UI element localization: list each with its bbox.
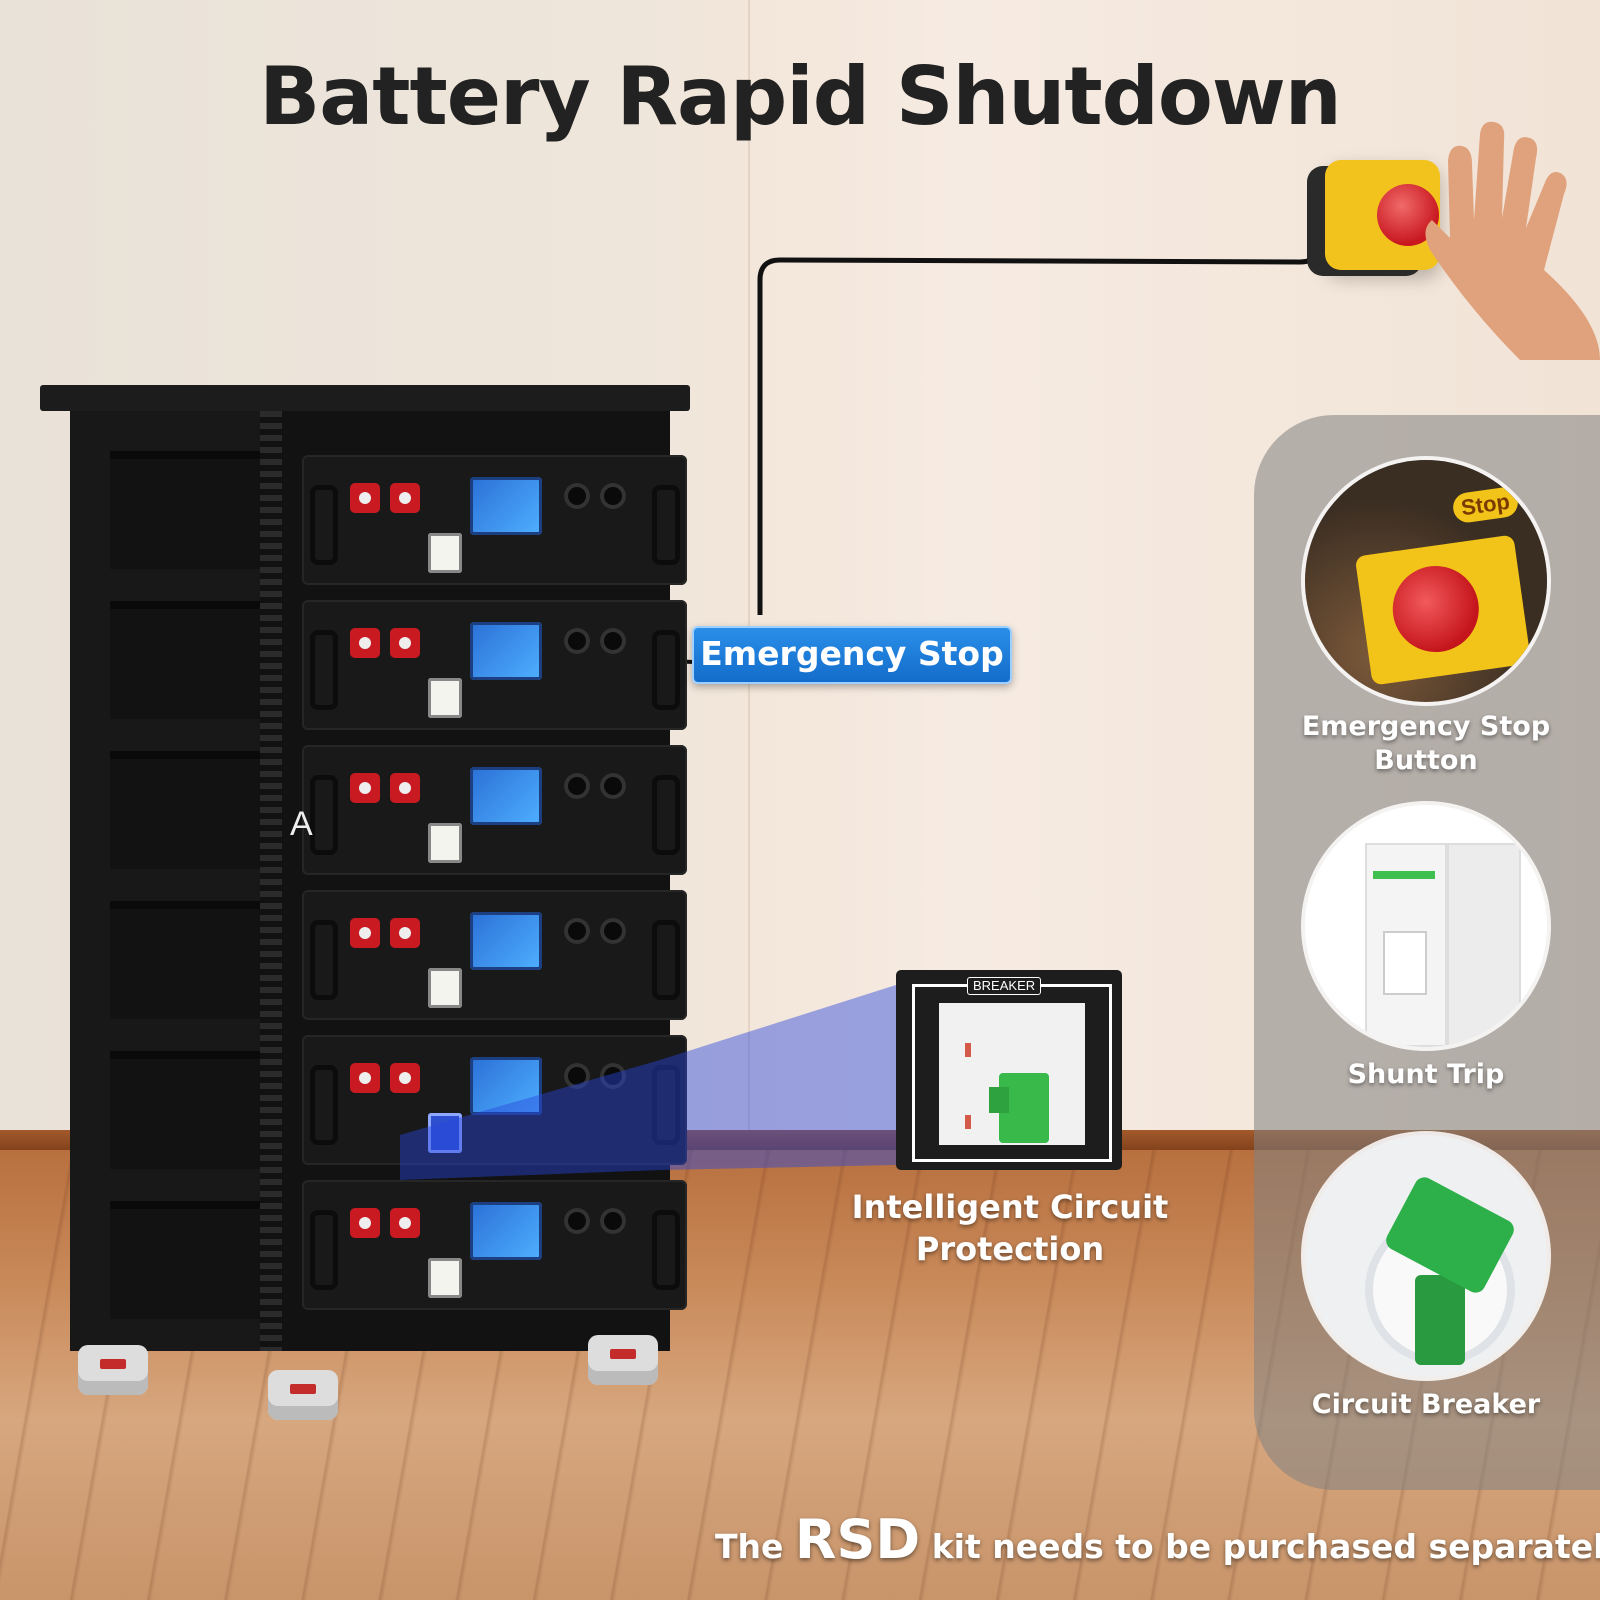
terminal-icon — [390, 773, 420, 803]
lcd-screen — [470, 1057, 542, 1115]
terminal-icon — [390, 628, 420, 658]
terminal-icon — [350, 918, 380, 948]
breaker-lever-icon — [989, 1073, 1049, 1143]
indicator-mark — [965, 1043, 971, 1057]
hand-icon — [1425, 121, 1600, 360]
caster-wheel — [268, 1370, 338, 1420]
caster-wheel — [588, 1335, 658, 1385]
knob-icon — [600, 628, 626, 654]
footer-suffix: kit needs to be purchased separately. — [931, 1527, 1600, 1566]
soc-indicator — [428, 533, 462, 573]
battery-rack — [40, 385, 690, 1420]
lcd-screen — [470, 477, 542, 535]
lcd-screen — [470, 1202, 542, 1260]
knob-icon — [564, 773, 590, 799]
battery-module — [302, 600, 687, 730]
breaker-callout-image: BREAKER — [896, 970, 1122, 1170]
feature-label-circuit-breaker: Circuit Breaker — [1311, 1389, 1541, 1420]
shunt-lever-icon — [1385, 933, 1425, 993]
module-handle — [310, 1210, 338, 1290]
knob-icon — [600, 773, 626, 799]
soc-indicator — [428, 1258, 462, 1298]
knob-icon — [600, 918, 626, 944]
footer-prefix: The — [715, 1527, 784, 1566]
soc-indicator — [428, 678, 462, 718]
breaker-tag: BREAKER — [967, 977, 1042, 995]
breaker-frame: BREAKER — [912, 977, 1112, 1162]
module-handle — [310, 1065, 338, 1145]
soc-indicator — [428, 823, 462, 863]
soc-indicator — [428, 968, 462, 1008]
soc-indicator — [428, 1113, 462, 1153]
terminal-icon — [350, 628, 380, 658]
module-handle — [652, 1210, 680, 1290]
caster-wheel — [78, 1345, 148, 1395]
module-handle — [652, 485, 680, 565]
lcd-screen — [470, 767, 542, 825]
knob-icon — [564, 628, 590, 654]
battery-module — [302, 890, 687, 1020]
terminal-icon — [390, 918, 420, 948]
footer-highlight: RSD — [794, 1508, 921, 1571]
green-stripe — [1373, 871, 1435, 879]
emergency-stop-callout: Emergency Stop — [692, 626, 1012, 684]
lcd-screen — [470, 912, 542, 970]
knob-icon — [600, 483, 626, 509]
terminal-icon — [350, 1063, 380, 1093]
knob-icon — [600, 1208, 626, 1234]
knob-icon — [564, 918, 590, 944]
breaker-callout-label: Intelligent Circuit Protection — [851, 1188, 1169, 1268]
rack-letter: A — [290, 805, 313, 843]
terminal-icon — [390, 483, 420, 513]
emergency-stop-button-photo: Stop — [1305, 460, 1547, 702]
battery-module — [302, 1035, 687, 1165]
breaker-lever-base — [1415, 1275, 1465, 1365]
knob-icon — [564, 1063, 590, 1089]
module-handle — [310, 485, 338, 565]
wall-emergency-stop-button — [1325, 160, 1440, 270]
indicator-mark — [965, 1115, 971, 1129]
module-handle — [310, 775, 338, 855]
knob-icon — [564, 1208, 590, 1234]
module-handle — [652, 630, 680, 710]
module-handle — [652, 920, 680, 1000]
page-title: Battery Rapid Shutdown — [259, 50, 1341, 143]
module-handle — [310, 630, 338, 710]
footer-note: The RSD kit needs to be purchased separa… — [715, 1508, 1600, 1571]
shunt-trip-photo — [1305, 805, 1547, 1047]
knob-icon — [600, 1063, 626, 1089]
lcd-screen — [470, 622, 542, 680]
shunt-module — [1449, 845, 1519, 1045]
rack-top — [40, 385, 690, 411]
wall-corner — [748, 0, 750, 1160]
estop-housing — [1354, 534, 1532, 686]
feature-label-shunt-trip: Shunt Trip — [1347, 1059, 1505, 1090]
battery-module — [302, 1180, 687, 1310]
battery-module — [302, 745, 687, 875]
battery-module — [302, 455, 687, 585]
feature-label-emergency-stop: Emergency Stop Button — [1301, 711, 1551, 776]
module-handle — [310, 920, 338, 1000]
rack-rail — [260, 411, 282, 1351]
terminal-icon — [390, 1208, 420, 1238]
module-handle — [652, 775, 680, 855]
terminal-icon — [390, 1063, 420, 1093]
stop-tag: Stop — [1451, 485, 1520, 525]
breaker-body — [939, 1003, 1085, 1145]
circuit-breaker-photo — [1305, 1135, 1547, 1377]
terminal-icon — [350, 773, 380, 803]
terminal-icon — [350, 1208, 380, 1238]
knob-icon — [564, 483, 590, 509]
red-button-icon — [1387, 560, 1485, 658]
terminal-icon — [350, 483, 380, 513]
module-handle — [652, 1065, 680, 1145]
